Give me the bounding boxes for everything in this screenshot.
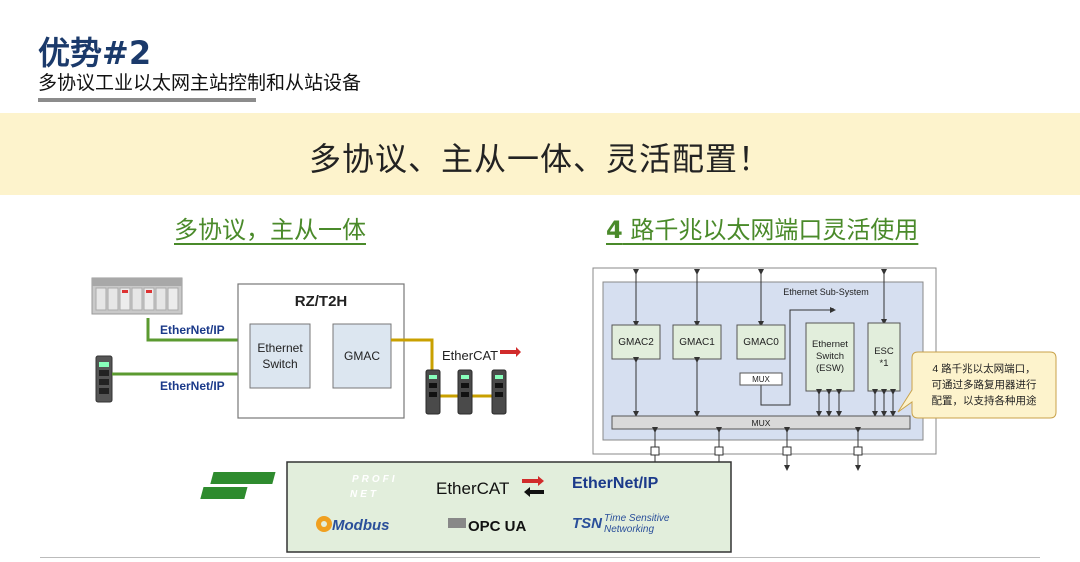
small-mux-block (739, 372, 783, 386)
bottom-rule (40, 557, 1040, 558)
ethercat-logo: EtherCAT (436, 476, 544, 498)
esw-label-3: (ESW) (816, 363, 844, 374)
right-section-heading: 4 路千兆以太网端口灵活使用 (606, 210, 918, 245)
subsystem-label: Ethernet Sub-System (783, 287, 869, 297)
gmac2-block (611, 324, 661, 360)
ethernet-switch-block (249, 323, 311, 389)
big-mux-label: MUX (752, 418, 771, 428)
title-underline (38, 98, 256, 102)
gmac0-block (736, 324, 786, 360)
gmac0-label: GMAC0 (743, 337, 779, 348)
callout-line-1: 4 路千兆以太网端口， (932, 362, 1035, 375)
esc-label-1: ESC (874, 346, 894, 357)
modbus-logo: Modbus (316, 516, 390, 534)
ethernet-switch-label-2: Switch (262, 357, 297, 371)
field-device-icon (95, 355, 113, 403)
plc-device-icon (91, 277, 183, 315)
svg-text:EtherNet/IP: EtherNet/IP (572, 475, 659, 492)
ethernetip-logo: EtherNet/IP (572, 475, 659, 492)
callout-line-2: 可通过多路复用器进行 (932, 378, 1037, 391)
esw-label-1: Ethernet (812, 339, 848, 350)
svg-text:OPC UA: OPC UA (468, 518, 527, 535)
esc-label-2: *1 (880, 358, 889, 369)
small-mux-label: MUX (752, 375, 770, 384)
svg-text:NET: NET (350, 489, 379, 500)
ethernet-switch-label-1: Ethernet (257, 341, 303, 355)
callout-line-3: 配置，以支持各种用途 (932, 394, 1037, 407)
ethernetip-label-1: EtherNet/IP (160, 323, 225, 337)
svg-text:PROFI: PROFI (352, 474, 398, 485)
ethercat-label: EtherCAT (442, 348, 498, 363)
gmac-label: GMAC (344, 349, 380, 363)
right-heading-text: 路千兆以太网端口灵活使用 (622, 216, 919, 244)
opcua-logo: OPC UA (448, 518, 527, 535)
esc-block (867, 322, 901, 392)
protocol-panel (286, 461, 732, 553)
big-mux-block (611, 415, 911, 430)
ethercat-link-1 (391, 338, 434, 372)
tsn-logo: TSN Time Sensitive Networking (572, 513, 670, 535)
right-heading-number: 4 (606, 216, 623, 244)
esw-block (805, 322, 855, 392)
svg-text:Time Sensitive: Time Sensitive (604, 513, 670, 524)
gmac1-label: GMAC1 (679, 337, 715, 348)
ethernetip-label-2: EtherNet/IP (160, 379, 225, 393)
ethernetip-link-1 (146, 318, 250, 342)
ethercat-arrow-icon (500, 347, 521, 357)
esw-label-2: Switch (816, 351, 844, 362)
banner (0, 113, 1080, 195)
left-section-heading: 多协议，主从一体 (174, 216, 366, 244)
svg-text:TSN: TSN (572, 515, 603, 532)
page-title: 优势#2 (38, 34, 152, 72)
svg-text:Networking: Networking (604, 524, 654, 535)
chip-title: RZ/T2H (295, 293, 348, 310)
gmac-block (332, 323, 392, 389)
callout-bubble (897, 351, 1057, 419)
svg-text:Modbus: Modbus (332, 517, 390, 534)
gmac1-block (672, 324, 722, 360)
profinet-logo: PROFI NET (200, 472, 398, 500)
svg-text:EtherCAT: EtherCAT (436, 479, 509, 498)
banner-text: 多协议、主从一体、灵活配置！ (308, 140, 771, 178)
ethercat-slave-devices-icon (425, 369, 507, 415)
page-subtitle: 多协议工业以太网主站控制和从站设备 (38, 72, 362, 94)
gmac2-label: GMAC2 (618, 337, 654, 348)
